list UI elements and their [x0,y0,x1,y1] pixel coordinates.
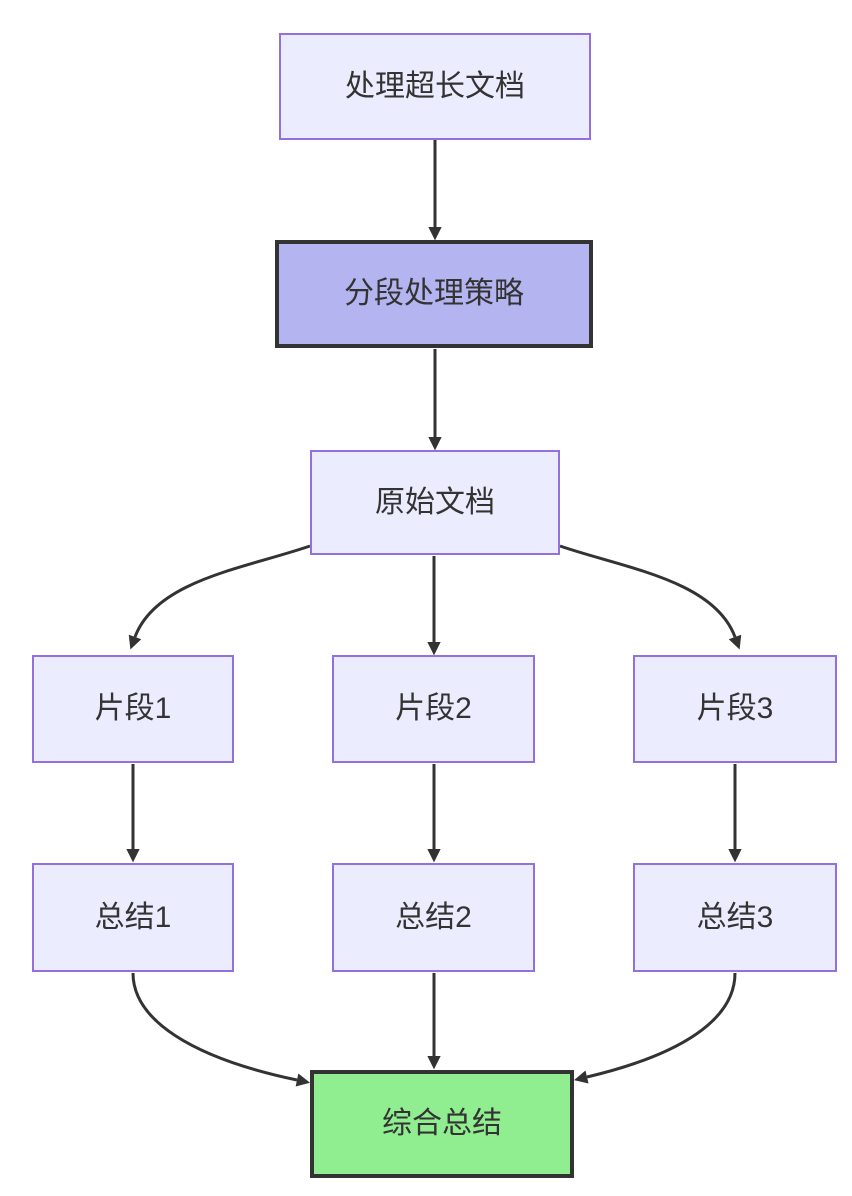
node-strategy: 分段处理策略 [275,240,593,348]
node-original-document: 原始文档 [310,450,560,555]
node-summary-2: 总结2 [332,863,535,972]
node-strategy-label: 分段处理策略 [344,277,524,310]
node-fragment-1: 片段1 [32,655,234,763]
node-summary-3-label: 总结3 [696,900,774,934]
node-final-summary-label: 综合总结 [382,1107,502,1140]
node-summary-1: 总结1 [32,863,234,972]
node-original-document-label: 原始文档 [375,485,495,519]
edge-summary3-final [574,972,737,1084]
node-start-label: 处理超长文档 [345,69,525,103]
node-summary-3: 总结3 [633,863,837,972]
node-start: 处理超长文档 [279,33,591,140]
node-summary-2-label: 总结2 [395,900,472,934]
node-summary-1-label: 总结1 [94,900,172,934]
node-fragment-2: 片段2 [332,655,535,763]
node-fragment-2-label: 片段2 [395,692,472,725]
node-fragment-1-label: 片段1 [94,692,172,725]
edge-original-fragment3 [559,544,742,650]
node-final-summary: 综合总结 [310,1070,574,1178]
node-fragment-3-label: 片段3 [696,692,774,725]
node-fragment-3: 片段3 [633,655,837,763]
edge-summary1-final [131,972,311,1087]
edge-original-fragment1 [128,544,311,650]
